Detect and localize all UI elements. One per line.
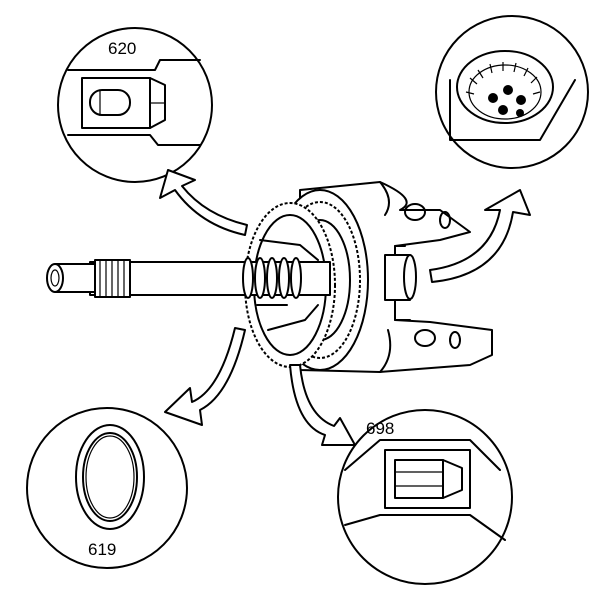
detail-circle-620: 620 xyxy=(57,27,213,183)
detail-circle-619: 619 xyxy=(26,407,188,569)
input-shaft xyxy=(46,257,331,299)
callout-620: 620 xyxy=(108,39,136,58)
arrow-to-619 xyxy=(164,327,246,426)
detail-698-part xyxy=(344,439,506,541)
arrow-to-698 xyxy=(289,364,356,446)
detail-spline-hub xyxy=(449,50,576,141)
detail-circle-spline xyxy=(435,15,589,169)
detail-620-part xyxy=(67,59,201,146)
leader-arrows xyxy=(159,169,531,446)
shaft-seal-rings xyxy=(242,257,302,299)
callout-619: 619 xyxy=(88,540,116,559)
callout-698: 698 xyxy=(366,419,394,438)
arrow-to-620 xyxy=(159,169,248,236)
detail-619-seal-ring xyxy=(75,424,145,530)
main-assembly xyxy=(46,181,493,373)
detail-circle-698: 698 xyxy=(337,409,513,585)
output-hub xyxy=(384,254,417,301)
arrow-to-spline xyxy=(429,189,531,283)
